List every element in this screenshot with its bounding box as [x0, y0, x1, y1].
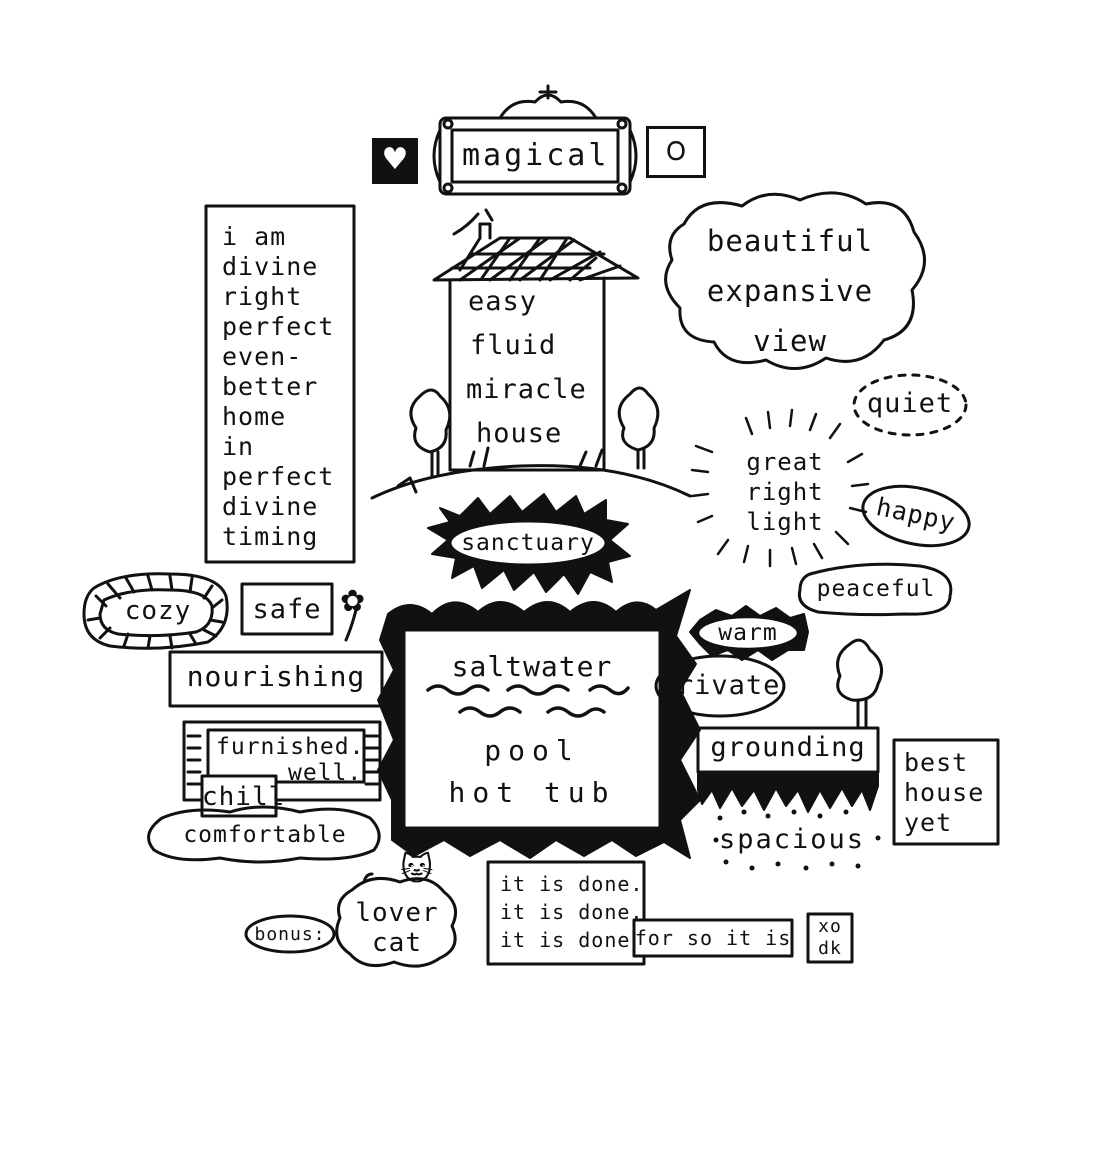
safe-label: safe [252, 594, 322, 625]
affirmation-box [204, 204, 356, 564]
house-word: house [476, 418, 563, 449]
light-line: great [746, 448, 824, 476]
affirmation-line: better [222, 372, 319, 401]
sanctuary-label: sanctuary [461, 530, 595, 556]
view-line: view [753, 324, 827, 358]
furnished-line: well. [288, 760, 363, 786]
saltwater-label: saltwater [451, 650, 613, 683]
view-line: expansive [706, 274, 874, 308]
affirmation-line: perfect [222, 312, 335, 341]
best-line: yet [904, 808, 953, 837]
affirmation-line: i am [222, 222, 287, 251]
bonus-oval [244, 914, 336, 954]
best-line: house [904, 778, 985, 807]
peaceful-bubble [797, 562, 953, 617]
grounding-label: grounding [710, 732, 866, 763]
grass [396, 446, 604, 494]
done-line: it is done. [500, 872, 644, 896]
cozy-frame [82, 572, 229, 650]
affirmation-line: in [222, 432, 255, 461]
happy-oval [861, 484, 971, 548]
pool-label: pool [484, 734, 580, 767]
affirmation-line: right [222, 282, 303, 311]
light-line: light [746, 508, 824, 536]
lover-line: cat [372, 928, 422, 958]
signature-box [806, 912, 854, 964]
heart-icon: ♥ [372, 138, 418, 184]
nourishing-label: nourishing [186, 660, 366, 693]
done-line: it is done [500, 928, 631, 952]
private-oval [654, 654, 786, 718]
signature-line: xo [818, 916, 842, 937]
spacious-dots [713, 809, 881, 871]
affirmation-line: home [222, 402, 287, 431]
spiral-icon: ౦ [646, 126, 706, 178]
tree-grounding [836, 638, 884, 730]
done-line: it is done. [500, 900, 644, 924]
affirmation-line: even- [222, 342, 303, 371]
house-word: fluid [470, 330, 557, 361]
furnished-frame [182, 720, 382, 802]
nourishing-box [168, 650, 384, 708]
house-drawing [432, 208, 640, 472]
private-label: private [659, 670, 781, 701]
magical-frame [432, 84, 638, 196]
comfortable-cloud [147, 805, 381, 864]
best-line: best [904, 748, 969, 777]
quiet-label: quiet [866, 388, 954, 419]
house-word: easy [468, 286, 538, 317]
view-cloud [664, 191, 926, 370]
lover-heart-sprout [362, 872, 374, 884]
light-line: right [746, 478, 824, 506]
tree-left [409, 388, 452, 478]
warm-label: warm [718, 620, 778, 646]
magical-label: magical [462, 138, 610, 173]
affirmation-line: timing [222, 522, 319, 551]
tree-right [617, 386, 660, 470]
grounding-fringe [697, 771, 879, 813]
comfortable-label: comfortable [183, 822, 347, 848]
spacious-label: spacious [718, 824, 866, 855]
for-so-it-is-label: for so it is [634, 926, 792, 950]
bonus-label: bonus: [254, 924, 326, 945]
done-box [486, 860, 646, 966]
affirmation-line: divine [222, 252, 319, 281]
for-so-it-is-box [632, 918, 794, 958]
safe-box [240, 582, 334, 636]
view-line: beautiful [706, 224, 874, 258]
water-waves [426, 684, 630, 718]
house-word: miracle [466, 374, 587, 405]
affirmation-line: divine [222, 492, 319, 521]
chill-label: chill [202, 782, 286, 812]
affirmation-line: perfect [222, 462, 335, 491]
flower-stem [344, 608, 358, 642]
lover-line: lover [355, 898, 439, 928]
best-box [892, 738, 1000, 846]
lover-cloud [335, 876, 458, 968]
cozy-label: cozy [124, 596, 192, 626]
affirmation-list: i am divine right perfect even- better h… [222, 222, 334, 552]
hot-tub-label: hot tub [448, 776, 616, 809]
cat-icon: 🐱 [400, 850, 434, 888]
flower-icon: ✿ [340, 584, 366, 619]
furnished-line: furnished. [216, 734, 365, 760]
peaceful-label: peaceful [816, 576, 936, 602]
signature-line: dk [818, 938, 842, 959]
quiet-oval [852, 373, 968, 437]
